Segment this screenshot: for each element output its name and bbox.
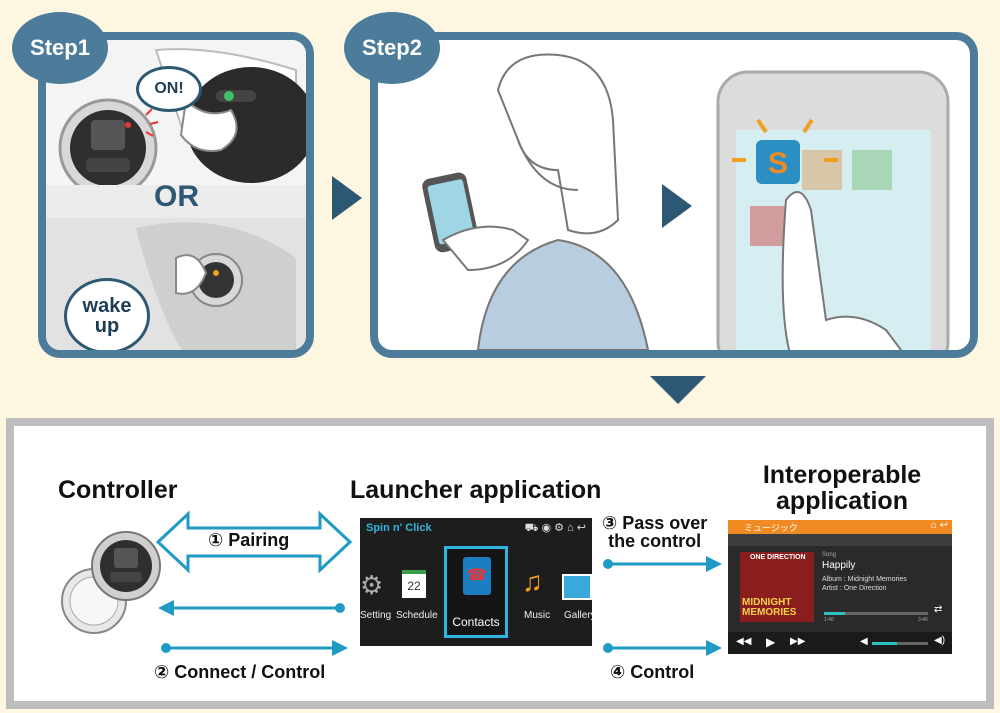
controller-send-arrow (161, 640, 348, 656)
progress-track[interactable] (824, 612, 928, 615)
volume-fill (872, 642, 898, 645)
cover-band: ONE DIRECTION (750, 554, 806, 561)
cover-title: MIDNIGHT MEMORIES (742, 597, 797, 618)
launcher-item-schedule[interactable]: Schedule (396, 610, 438, 621)
music-app-screen: ミュージック ⌂ ↩ ONE DIRECTION MIDNIGHT MEMORI… (728, 520, 952, 654)
launcher-setting-icon: ⚙ (360, 570, 384, 600)
play-icon[interactable]: ▶ (766, 635, 776, 649)
interop-line-1: Interoperable (762, 461, 922, 489)
controller-title: Controller (58, 476, 178, 504)
contacts-book-icon: ☎ (463, 557, 491, 595)
wake-up-bubble: wake up (64, 278, 150, 350)
volume-down-icon[interactable]: ◀ (860, 636, 868, 647)
launcher-brand: Spin n' Click (366, 522, 432, 534)
launcher-item-contacts[interactable]: ☎ Contacts (444, 546, 508, 638)
shuffle-icon[interactable]: ⇄ (934, 604, 943, 615)
step2-panel: S (370, 32, 978, 358)
player-controls: ◀◀ ▶ ▶▶ ◀ ◀) (728, 632, 952, 654)
or-label: OR (154, 180, 199, 213)
control-arrow (603, 640, 722, 656)
music-header-icons: ⌂ ↩ (930, 520, 948, 531)
interop-title: Interoperable application (742, 462, 942, 514)
volume-track[interactable] (872, 642, 928, 645)
music-title: ミュージック (744, 523, 798, 533)
prev-icon[interactable]: ◀◀ (736, 636, 752, 647)
pass-over-line-1: ③ Pass over (602, 513, 708, 533)
launcher-item-music[interactable]: Music (524, 610, 551, 621)
launcher-screen: Spin n' Click ⛟ ◉ ⚙ ⌂ ↩ ⚙ Setting 22 Sch… (360, 518, 592, 646)
launcher-item-gallery[interactable]: Gallery (564, 610, 592, 621)
calendar-icon: 22 (402, 570, 426, 598)
contacts-label: Contacts (452, 615, 500, 629)
music-header: ミュージック ⌂ ↩ (728, 520, 952, 534)
gallery-icon (562, 574, 592, 600)
music-tabbar (728, 534, 952, 546)
step1-badge: Step1 (12, 12, 108, 84)
controller-return-arrow (158, 600, 345, 616)
song-title: Happily (822, 560, 856, 571)
step-arrow (332, 176, 362, 220)
artist-line: Artist : One Direction (822, 585, 887, 592)
step2-badge: Step2 (344, 12, 440, 84)
launcher-title: Launcher application (350, 476, 602, 504)
time-end: 3:46 (918, 617, 928, 623)
pairing-arrow (155, 510, 353, 574)
pass-over-line-2: the control (608, 531, 702, 551)
album-line: Album : Midnight Memories (822, 576, 907, 583)
music-note-icon: ♫ (522, 566, 543, 597)
time-start: 1:40 (824, 617, 834, 623)
control-label: ④ Control (610, 662, 695, 682)
progress-fill (824, 612, 845, 615)
up-text: up (94, 315, 120, 337)
flow-diagram: Controller Launcher application Interope… (6, 418, 994, 709)
song-label: Song (822, 552, 837, 558)
launcher-status-icons: ⛟ ◉ ⚙ ⌂ ↩ (524, 522, 586, 534)
wake-text: wake (82, 295, 132, 317)
person-with-phone-illustration (422, 53, 650, 350)
next-icon[interactable]: ▶▶ (790, 636, 806, 647)
controller-devices (61, 531, 161, 634)
connect-control-label: ② Connect / Control (154, 662, 326, 682)
step2-arrow (662, 184, 692, 228)
phone-tap-illustration: S (716, 70, 950, 350)
album-cover: ONE DIRECTION MIDNIGHT MEMORIES (740, 552, 814, 622)
pairing-label: ① Pairing (208, 530, 290, 550)
pass-over-arrow (603, 556, 722, 572)
volume-up-icon[interactable]: ◀) (934, 635, 946, 646)
launcher-item-setting[interactable]: Setting (360, 610, 392, 621)
interop-line-2: application (776, 487, 908, 515)
pass-over-label: ③ Pass over the control (602, 514, 707, 550)
svg-text:S: S (768, 147, 788, 180)
on-bubble: ON! (136, 66, 202, 112)
down-arrow (650, 376, 706, 404)
